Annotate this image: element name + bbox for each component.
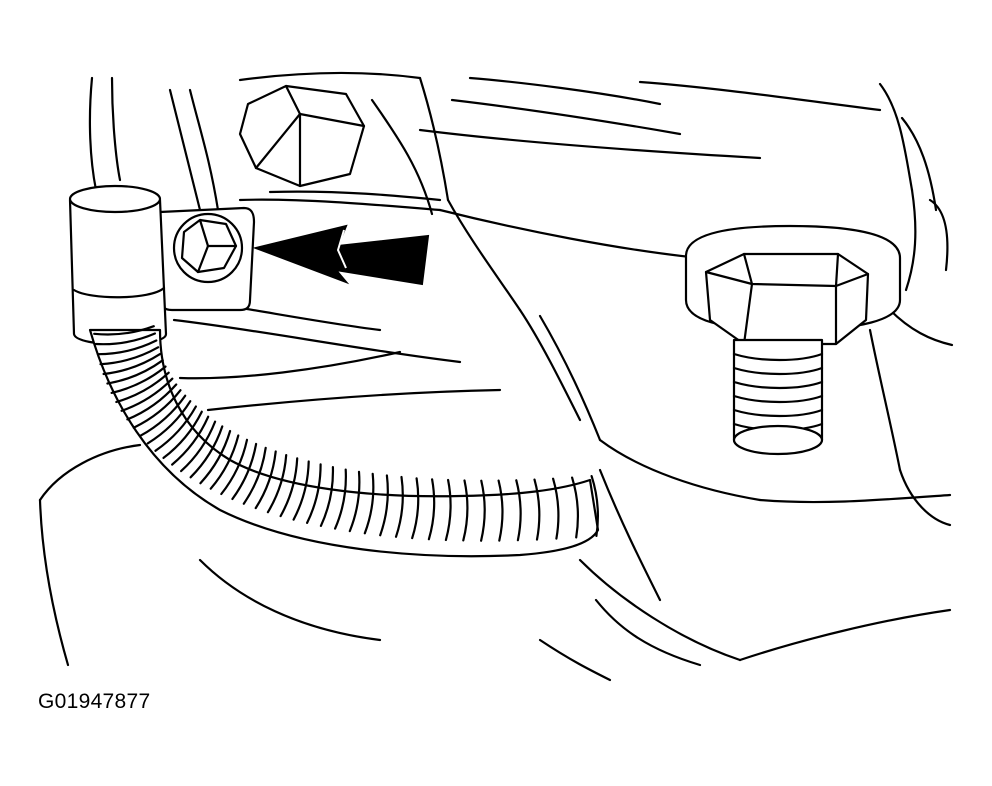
location-arrow	[252, 224, 430, 286]
cable-rib	[94, 332, 156, 346]
cable-rib	[279, 457, 299, 518]
cable-rib	[254, 450, 277, 510]
cable-rib	[189, 425, 224, 479]
cable-rib	[379, 474, 389, 537]
cable-rib	[231, 442, 258, 501]
sensor-cable	[88, 325, 600, 558]
cable-rib	[115, 371, 170, 404]
cable-rib	[110, 365, 167, 394]
cable-rib	[334, 468, 347, 530]
cable-rib	[99, 346, 160, 366]
cable-rib	[497, 479, 504, 542]
cable-rib	[515, 479, 522, 542]
cable-rib	[462, 479, 469, 542]
cable-rib	[444, 478, 452, 542]
hold-down-bolt	[172, 212, 244, 284]
cable-rib	[319, 466, 335, 527]
cable-rib	[590, 475, 599, 537]
engine-housing-outline	[38, 71, 954, 682]
mounting-stud-nut	[684, 224, 902, 456]
figure-code: G01947877	[38, 690, 151, 713]
cable-rib	[571, 476, 580, 539]
cable-rib	[146, 400, 192, 445]
cable-rib	[162, 410, 203, 459]
cable-rib	[102, 352, 162, 376]
cable-rib	[199, 429, 232, 485]
cable-rib	[180, 420, 217, 473]
cable-rib	[154, 405, 197, 452]
upper-bolt-head	[238, 84, 366, 188]
cable-rib	[132, 389, 182, 429]
cable-rib	[306, 463, 322, 524]
cable-rib	[348, 470, 361, 533]
cable-rib	[242, 446, 267, 505]
cable-rib	[394, 475, 404, 538]
cable-rib	[411, 477, 420, 540]
cable-rib	[427, 478, 436, 541]
cable-rib	[480, 479, 486, 542]
cable-rib	[120, 377, 174, 412]
cable-rib	[93, 325, 155, 336]
cable-rib	[533, 478, 541, 541]
cable-rib	[552, 477, 560, 540]
cable-rib	[139, 394, 187, 437]
cable-rib	[292, 460, 310, 521]
cable-rib	[266, 454, 288, 514]
cable-rib	[209, 434, 240, 490]
cable-rib	[363, 472, 375, 535]
cable-rib	[126, 383, 178, 421]
cable-rib	[96, 339, 158, 356]
cable-rib	[171, 415, 210, 466]
cable-rib	[220, 438, 249, 496]
sensor-body	[68, 184, 168, 346]
cable-rib	[106, 359, 164, 385]
